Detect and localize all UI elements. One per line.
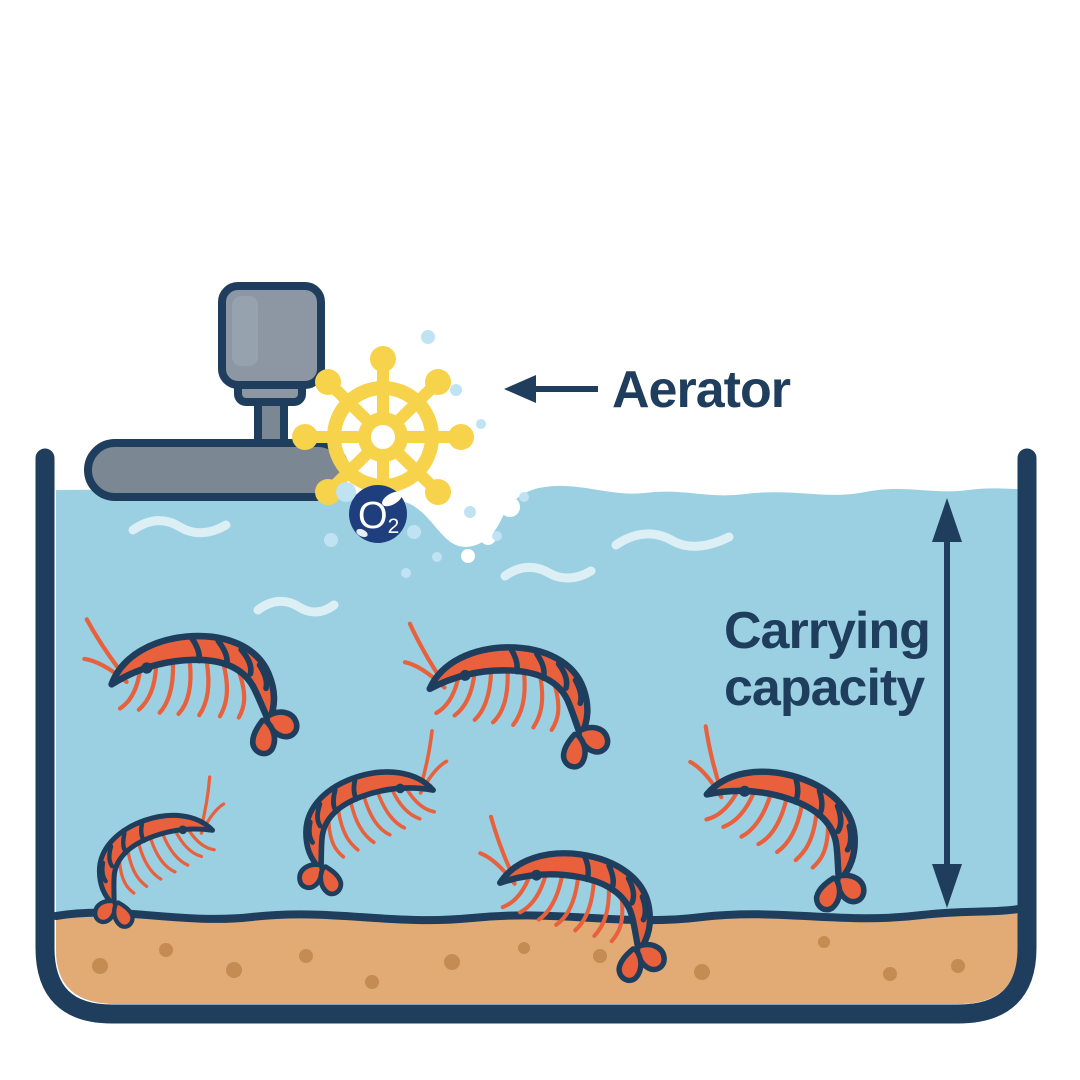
carrying-capacity-arrow	[932, 498, 962, 908]
arrow-down-head	[932, 864, 962, 908]
o2-label: O2	[358, 495, 399, 538]
pebble	[818, 936, 830, 948]
bubble	[519, 492, 529, 502]
sand-top-line	[52, 905, 1022, 925]
bubble	[492, 531, 502, 541]
ripple	[253, 596, 339, 617]
ripple	[500, 562, 596, 583]
splash-blob	[516, 458, 530, 472]
air-bubbles	[324, 330, 529, 578]
aerator-float	[84, 439, 349, 501]
bubble	[336, 482, 356, 502]
o2-gloss	[382, 491, 402, 507]
ripple	[611, 529, 734, 551]
bubble	[450, 384, 462, 396]
aerator-callout: Aerator	[504, 361, 792, 419]
pebble	[365, 975, 379, 989]
aerator-machine	[84, 282, 349, 501]
paddle-wheel-icon	[292, 346, 474, 528]
bubble	[421, 330, 435, 344]
wheel-knobs	[292, 346, 474, 528]
bubble	[476, 419, 486, 429]
aerator-label: Aerator	[612, 361, 791, 419]
bubble	[432, 552, 442, 562]
splash-blob	[461, 549, 475, 563]
pebble	[92, 958, 108, 974]
bubble	[407, 525, 421, 539]
sand-area	[56, 909, 1018, 1004]
o2-gloss	[356, 528, 368, 538]
pebble	[444, 954, 460, 970]
splash-blob	[500, 497, 520, 517]
pebble	[226, 962, 242, 978]
sand-pebbles	[92, 936, 965, 989]
pebble	[299, 949, 313, 963]
carrying-capacity-line2: capacity	[724, 659, 925, 717]
wheel-hub-hole	[371, 425, 395, 449]
left-arrow-head	[504, 375, 536, 403]
pebble	[883, 967, 897, 981]
pebble	[951, 959, 965, 973]
pebble	[518, 942, 530, 954]
motor-highlight	[232, 296, 258, 366]
carrying-capacity-label: Carrying capacity	[724, 602, 931, 717]
arrow-up-head	[932, 498, 962, 542]
bubble	[464, 506, 476, 518]
splash-blob	[486, 368, 494, 376]
ripple	[128, 516, 231, 538]
splash	[461, 341, 530, 563]
pebble	[694, 964, 710, 980]
splash-blob	[480, 529, 496, 545]
splash-blob	[486, 468, 510, 492]
carrying-capacity-line1: Carrying	[724, 602, 930, 660]
pebble	[159, 943, 173, 957]
tank-wall	[35, 448, 1037, 1024]
o2-bubble-icon: O2	[349, 485, 407, 543]
pebble	[593, 949, 607, 963]
sand-bed	[52, 905, 1022, 1004]
bubble	[324, 533, 338, 547]
bubble	[401, 568, 411, 578]
pond-water	[56, 485, 1018, 1005]
water-ripples	[128, 516, 734, 617]
splash-blob	[461, 341, 471, 351]
